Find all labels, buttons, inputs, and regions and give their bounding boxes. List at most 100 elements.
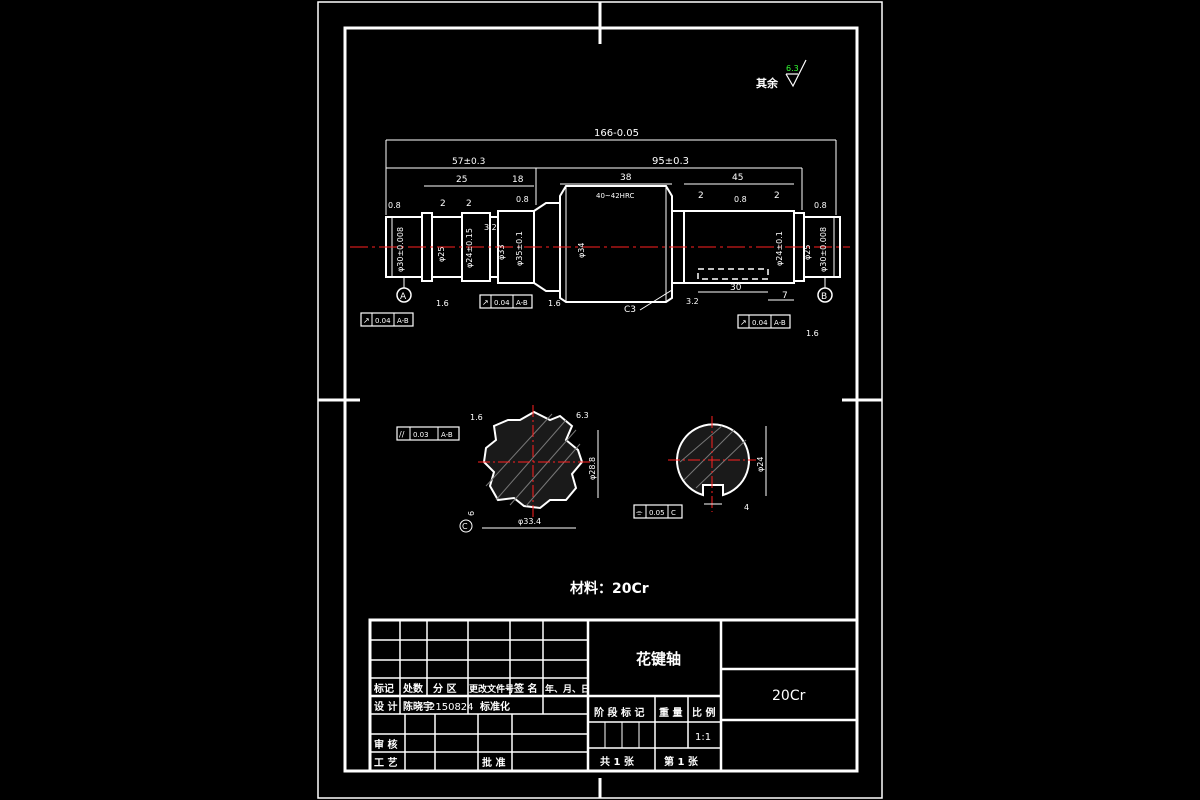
rough-08b: 0.8 (516, 195, 529, 204)
dim-7: 7 (782, 291, 788, 301)
rough-08d: 0.8 (814, 201, 827, 210)
datum-a: A (396, 277, 412, 303)
designer-name: 陈晓宇 (403, 700, 433, 713)
tol4-symbol: // (399, 430, 405, 439)
datum-b: B (817, 277, 833, 303)
header-sign: 签 名 (513, 682, 537, 695)
title-block-text: 花键轴 20Cr 标记 处数 分 区 更改文件号 签 名 年、月、日 设 计 陈… (373, 650, 806, 769)
rough-08c: 0.8 (734, 195, 747, 204)
weight-label: 重 量 (659, 706, 682, 719)
dim-25: 25 (456, 175, 467, 185)
tol3-ref: A-B (774, 319, 786, 327)
dia-right-journal: φ30±0.008 (819, 227, 828, 272)
spline-rough-16: 1.6 (470, 413, 483, 422)
tol2-symbol: ↗ (482, 298, 489, 307)
spline-width-6: 6 (467, 511, 476, 516)
standard-label: 标准化 (479, 700, 510, 713)
dia-left-journal: φ30±0.008 (396, 227, 405, 272)
roughness-note-label: 其余 (756, 76, 779, 90)
dim-2c: 2 (698, 191, 704, 201)
title-block (368, 618, 859, 773)
dia-24b: φ24±0.1 (775, 231, 784, 266)
dim-30: 30 (730, 283, 742, 293)
dia-25: φ25 (437, 247, 446, 262)
header-date: 年、月、日 (545, 683, 590, 695)
dia-34: φ34 (577, 243, 586, 258)
header-mark: 标记 (373, 682, 394, 695)
dia-24a: φ24±0.15 (465, 228, 474, 268)
tol4-value: 0.03 (413, 431, 429, 439)
tol1-value: 0.04 (375, 317, 391, 325)
centering-marks (318, 2, 882, 798)
dim-18: 18 (512, 175, 524, 185)
rough-16a: 1.6 (436, 299, 449, 308)
dim-2b: 2 (466, 199, 472, 209)
header-doc: 更改文件号 (469, 683, 514, 695)
dia-33: φ33 (497, 245, 506, 260)
dim-overall: 166-0.05 (594, 128, 639, 139)
process-label: 工 艺 (374, 756, 397, 769)
rough-16b: 1.6 (548, 299, 561, 308)
dimension-texts: 166-0.05 57±0.3 95±0.3 25 18 38 45 2 2 2… (388, 128, 827, 338)
keyway-hidden-lines (697, 268, 769, 280)
shaft-spline-body (559, 185, 673, 303)
dim-45: 45 (732, 173, 743, 183)
keyway-dia-24: φ24 (756, 457, 765, 472)
sheet-total: 共 1 张 (600, 755, 635, 768)
header-zone: 分 区 (433, 682, 456, 695)
tolerance-frame-4: // 0.03 A-B (396, 426, 460, 441)
rough-08a: 0.8 (388, 201, 401, 210)
approve-label: 批 准 (482, 756, 505, 769)
tolerance-frame-1: ↗ 0.04 A-B (360, 312, 414, 327)
dia-35: φ35±0.1 (515, 231, 524, 266)
tol1-ref: A-B (397, 317, 409, 325)
tolerance-frame-3: ↗ 0.04 A-B (737, 314, 791, 329)
scale-label: 比 例 (692, 706, 715, 719)
tol5-value: 0.05 (649, 509, 665, 517)
dim-2d: 2 (774, 191, 780, 201)
keyway-width-4: 4 (744, 503, 749, 512)
review-label: 审 核 (374, 738, 397, 751)
dimension-lines (385, 139, 837, 311)
roughness-note-value: 6.3 (786, 64, 799, 73)
spline-dia-28: φ28.8 (588, 457, 597, 480)
spline-cross-section: 1.6 6.3 φ28.8 φ33.4 6 C (459, 405, 599, 533)
tol3-value: 0.04 (752, 319, 768, 327)
datum-a-label: A (400, 292, 407, 302)
part-name: 花键轴 (636, 650, 681, 668)
material-cell: 20Cr (772, 688, 806, 704)
datum-b-label: B (821, 292, 827, 302)
rough-32b: 3.2 (686, 297, 699, 306)
rough-32a: 3.2 (484, 223, 497, 232)
dim-c3: C3 (624, 305, 636, 315)
dim-hrc: 40~42HRC (596, 192, 634, 200)
tolerance-frame-2: ↗ 0.04 A-B (479, 294, 533, 309)
dim-2a: 2 (440, 199, 446, 209)
spline-rough-63: 6.3 (576, 411, 589, 420)
tolerance-frame-5: ⌯ 0.05 C (633, 504, 683, 519)
dim-38: 38 (620, 173, 632, 183)
rough-16c: 1.6 (806, 329, 819, 338)
scale-value: 1:1 (695, 732, 711, 743)
tol2-ref: A-B (516, 299, 528, 307)
tol2-value: 0.04 (494, 299, 510, 307)
tol5-ref: C (671, 509, 676, 517)
header-count: 处数 (402, 682, 424, 695)
general-roughness-note: 其余 6.3 (756, 59, 807, 90)
sheet-number: 第 1 张 (664, 755, 699, 768)
tol3-symbol: ↗ (740, 318, 747, 327)
stage-label: 阶 段 标 记 (594, 706, 644, 719)
diameter-labels: φ30±0.008 φ25 φ24±0.15 φ33 φ35±0.1 φ34 φ… (396, 227, 828, 272)
material-note: 材料：20Cr (570, 580, 649, 597)
tol5-symbol: ⌯ (636, 508, 643, 517)
datum-c-label: C (462, 522, 468, 531)
keyway-cross-section: φ24 4 (668, 416, 767, 512)
dim-95: 95±0.3 (652, 156, 689, 167)
shaft-right-journal (803, 216, 841, 278)
tol1-symbol: ↗ (363, 316, 370, 325)
dim-57: 57±0.3 (452, 157, 485, 167)
spline-dia-33: φ33.4 (518, 517, 541, 526)
dia-25r: φ25 (803, 245, 812, 260)
shaft-front-view (385, 185, 841, 303)
